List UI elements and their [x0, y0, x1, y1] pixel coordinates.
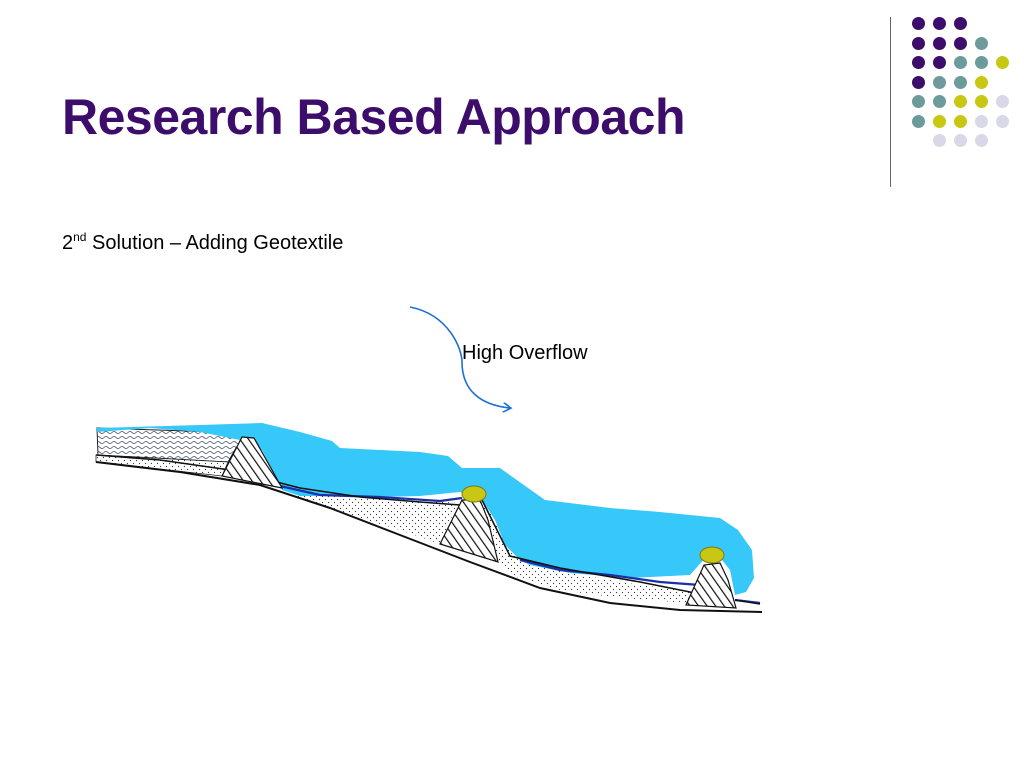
sand-fill-lower [482, 500, 695, 603]
decorative-dot [912, 56, 925, 69]
decorative-dot [954, 36, 967, 50]
decorative-dot [912, 17, 925, 30]
decorative-dot [954, 56, 967, 69]
decorative-dot [912, 95, 925, 108]
slide-subtitle: 2nd Solution – Adding Geotextile [62, 230, 343, 255]
decorative-dot [954, 75, 967, 89]
decorative-dot [912, 75, 925, 89]
check-dam-1 [221, 436, 284, 489]
geotextile-upper [279, 484, 463, 503]
geotextile-lower [519, 558, 701, 587]
decorative-dot [954, 17, 967, 30]
decorative-dot [954, 134, 967, 147]
decorative-dot [954, 95, 967, 108]
slide-title: Research Based Approach [62, 89, 686, 145]
decorative-dot [954, 114, 967, 128]
decorative-dot [933, 134, 946, 147]
decorative-dot [975, 114, 988, 128]
decorative-dot [912, 36, 925, 50]
overflow-indicator-1 [461, 485, 487, 503]
water-flow [97, 423, 754, 595]
subtitle-superscript: nd [73, 230, 87, 244]
decorative-dot [912, 114, 925, 128]
decorative-dot [996, 95, 1009, 108]
decorative-dot [975, 56, 988, 69]
header-divider [890, 17, 891, 187]
sand-fill-middle [272, 470, 458, 544]
decorative-dot [996, 56, 1009, 69]
decorative-dot [975, 75, 988, 89]
decorative-dot [933, 36, 946, 50]
decorative-dot [996, 114, 1009, 128]
decorative-dot [933, 56, 946, 69]
overflow-arrow [409, 306, 510, 408]
subtitle-text: Solution – Adding Geotextile [86, 232, 344, 254]
decorative-dot [975, 36, 988, 50]
decorative-dot [975, 95, 988, 108]
decorative-dot [933, 17, 946, 30]
check-dam-3 [685, 562, 737, 609]
decorative-dot [975, 134, 988, 147]
overflow-indicator-2 [699, 546, 725, 564]
check-dam-2 [439, 499, 499, 563]
high-overflow-label: High Overflow [462, 342, 588, 364]
bedrock-line [95, 461, 763, 613]
decorative-dot [933, 95, 946, 108]
subtitle-prefix: 2 [62, 232, 74, 254]
decorative-dot [933, 75, 946, 89]
decorative-dot [933, 114, 946, 128]
